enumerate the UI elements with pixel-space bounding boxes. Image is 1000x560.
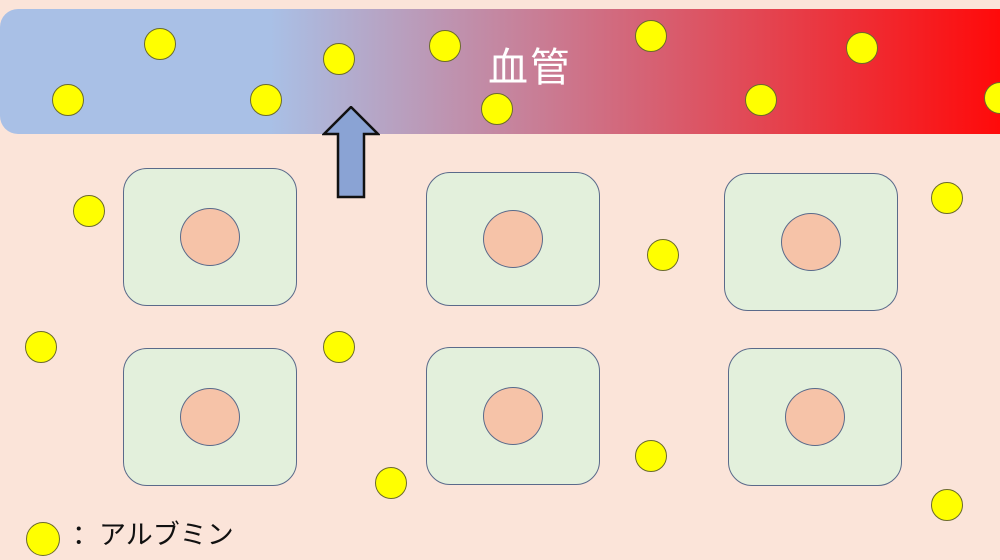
cell xyxy=(426,347,600,485)
albumin-molecule xyxy=(931,489,963,521)
cell xyxy=(426,172,600,306)
legend-label: ：アルブミン xyxy=(72,520,234,551)
albumin-molecule xyxy=(250,84,282,116)
albumin-molecule xyxy=(745,84,777,116)
albumin-molecule xyxy=(635,440,667,472)
albumin-molecule xyxy=(846,32,878,64)
cell xyxy=(123,348,297,486)
cell-nucleus xyxy=(483,210,543,268)
legend-albumin-icon xyxy=(26,522,60,556)
albumin-molecule xyxy=(25,331,57,363)
vessel-label: 血管 xyxy=(488,45,572,91)
albumin-molecule xyxy=(323,43,355,75)
albumin-molecule xyxy=(73,195,105,227)
cell-nucleus xyxy=(180,388,240,446)
albumin-molecule xyxy=(323,331,355,363)
arrow-up-icon xyxy=(322,106,380,199)
albumin-molecule xyxy=(481,93,513,125)
albumin-molecule xyxy=(931,182,963,214)
cell xyxy=(123,168,297,306)
cell-nucleus xyxy=(483,387,543,445)
cell-nucleus xyxy=(785,388,845,446)
albumin-molecule xyxy=(375,467,407,499)
cell-nucleus xyxy=(781,213,841,271)
albumin-molecule xyxy=(52,84,84,116)
albumin-molecule xyxy=(635,20,667,52)
albumin-molecule xyxy=(144,28,176,60)
albumin-molecule xyxy=(429,30,461,62)
cell xyxy=(728,348,902,486)
cell xyxy=(724,173,898,311)
cell-nucleus xyxy=(180,208,240,266)
albumin-molecule xyxy=(647,239,679,271)
